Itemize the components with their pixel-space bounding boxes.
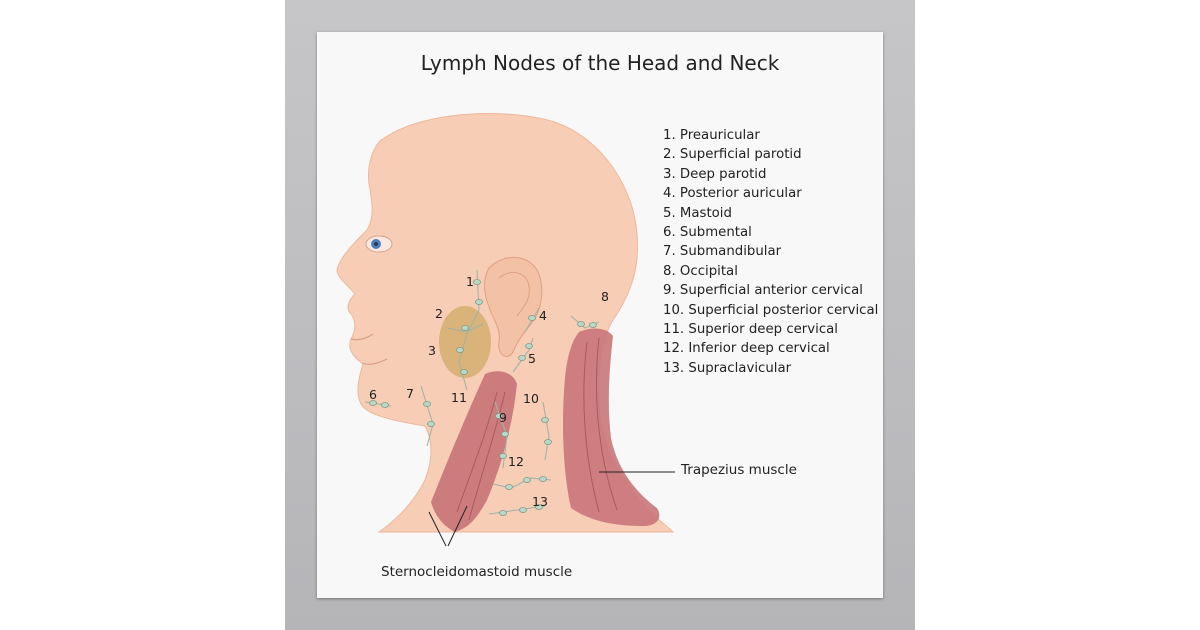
trapezius-label: Trapezius muscle	[681, 462, 797, 478]
legend-item: 13. Supraclavicular	[663, 360, 792, 376]
legend-item: 6. Submental	[663, 225, 752, 241]
legend-item: 7. Submandibular	[663, 244, 782, 260]
legend-item: 10. Superficial posterior cervical	[663, 302, 879, 318]
legend-item: 4. Posterior auricular	[663, 186, 802, 202]
node-number-11: 11	[451, 390, 467, 405]
node-number-3: 3	[428, 343, 436, 358]
legend-item: 5. Mastoid	[663, 205, 732, 221]
node-number-9: 9	[499, 410, 507, 425]
node-legend: 1. Preauricular 2. Superficial parotid 3…	[663, 126, 878, 378]
scm-leader-right	[447, 505, 468, 547]
sternocleidomastoid-label: Sternocleidomastoid muscle	[381, 564, 573, 580]
legend-item: 1. Preauricular	[663, 128, 760, 143]
node-number-10: 10	[523, 391, 539, 406]
node-number-8: 8	[601, 289, 609, 304]
node-number-4: 4	[539, 308, 547, 323]
trapezius-muscle	[563, 328, 660, 526]
legend-item: 8. Occipital	[663, 263, 738, 279]
node-number-12: 12	[508, 454, 524, 469]
ear	[484, 256, 543, 357]
head-neck-illustration: 1 2 3 4 5 6 7 8 9 10 11 12 13	[336, 112, 675, 547]
node-number-5: 5	[528, 351, 536, 366]
legend-item: 3. Deep parotid	[663, 166, 767, 182]
poster-title: Lymph Nodes of the Head and Neck	[420, 51, 780, 75]
legend-item: 11. Superior deep cervical	[663, 322, 838, 338]
legend-item: 9. Superficial anterior cervical	[663, 283, 863, 299]
scm-leader-left	[428, 511, 447, 547]
legend-item: 2. Superficial parotid	[663, 147, 802, 163]
node-number-2: 2	[435, 306, 443, 321]
node-number-6: 6	[369, 387, 377, 402]
sternocleidomastoid-muscle	[431, 371, 517, 532]
node-number-1: 1	[466, 274, 474, 289]
node-number-13: 13	[532, 494, 548, 509]
node-number-7: 7	[406, 386, 414, 401]
poster: Lymph Nodes of the Head and Neck	[317, 32, 883, 598]
legend-item: 12. Inferior deep cervical	[663, 341, 830, 357]
